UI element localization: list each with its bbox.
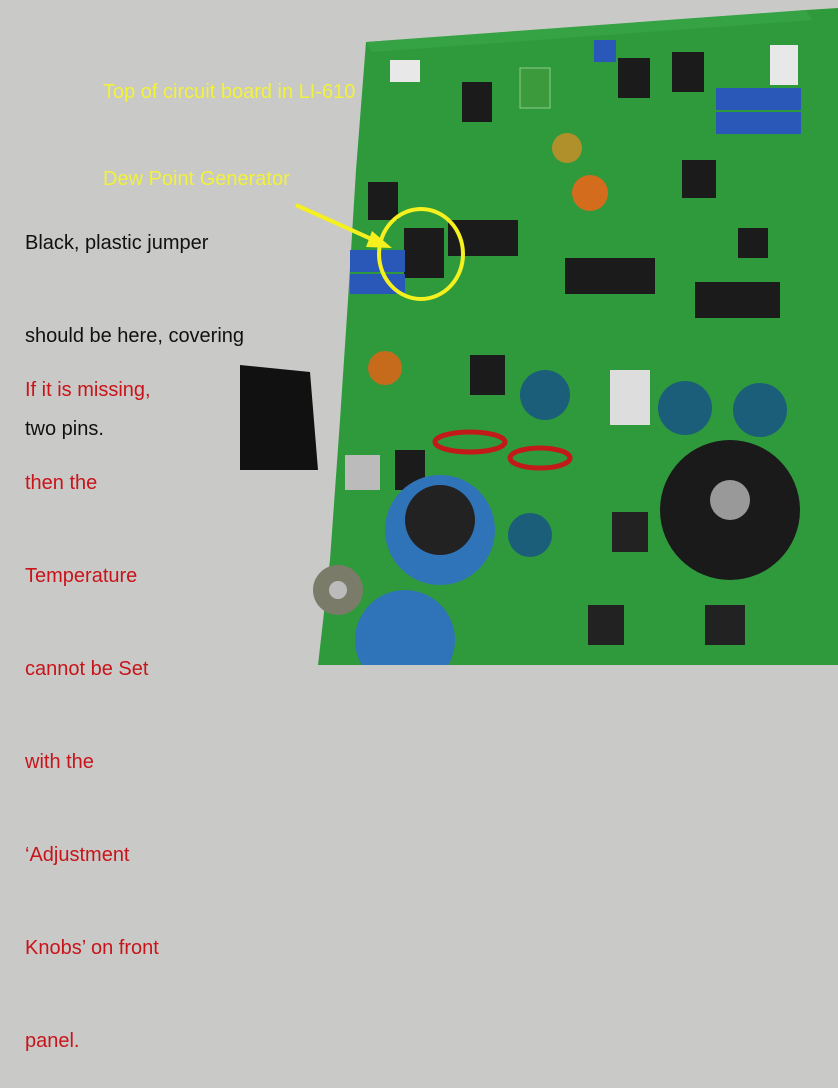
trimpots (350, 40, 801, 294)
note-line-3: two pins. (25, 418, 104, 440)
warning-line-5: with the (25, 751, 94, 773)
jumper-note: Black, plastic jumper should be here, co… (25, 166, 244, 476)
warning-line-2: then the (25, 472, 98, 494)
pointer-arrow (295, 203, 379, 244)
warning-line-4: cannot be Set (25, 658, 149, 680)
highlight-circle (377, 207, 465, 301)
warning-note: If it is missing, then the Temperature c… (25, 313, 159, 1088)
circuit-board-photo (240, 8, 838, 665)
warning-line-3: Temperature (25, 565, 138, 587)
warning-line-8: panel. (25, 1030, 80, 1052)
ic-chips (368, 52, 780, 490)
title-caption: Top of circuit board in LI-610 Dew Point… (103, 20, 355, 223)
regulators (345, 370, 745, 645)
highlight-annotation (295, 203, 465, 301)
title-line-2: Dew Point Generator (103, 168, 290, 190)
capacitors (313, 133, 800, 665)
note-line-1: Black, plastic jumper (25, 232, 209, 254)
heatsink (240, 365, 318, 470)
warning-line-7: Knobs’ on front (25, 937, 159, 959)
warning-line-6: ‘Adjustment (25, 844, 130, 866)
title-line-1: Top of circuit board in LI-610 (103, 81, 356, 103)
warning-line-1: If it is missing, (25, 379, 151, 401)
note-line-2: should be here, covering (25, 325, 245, 347)
